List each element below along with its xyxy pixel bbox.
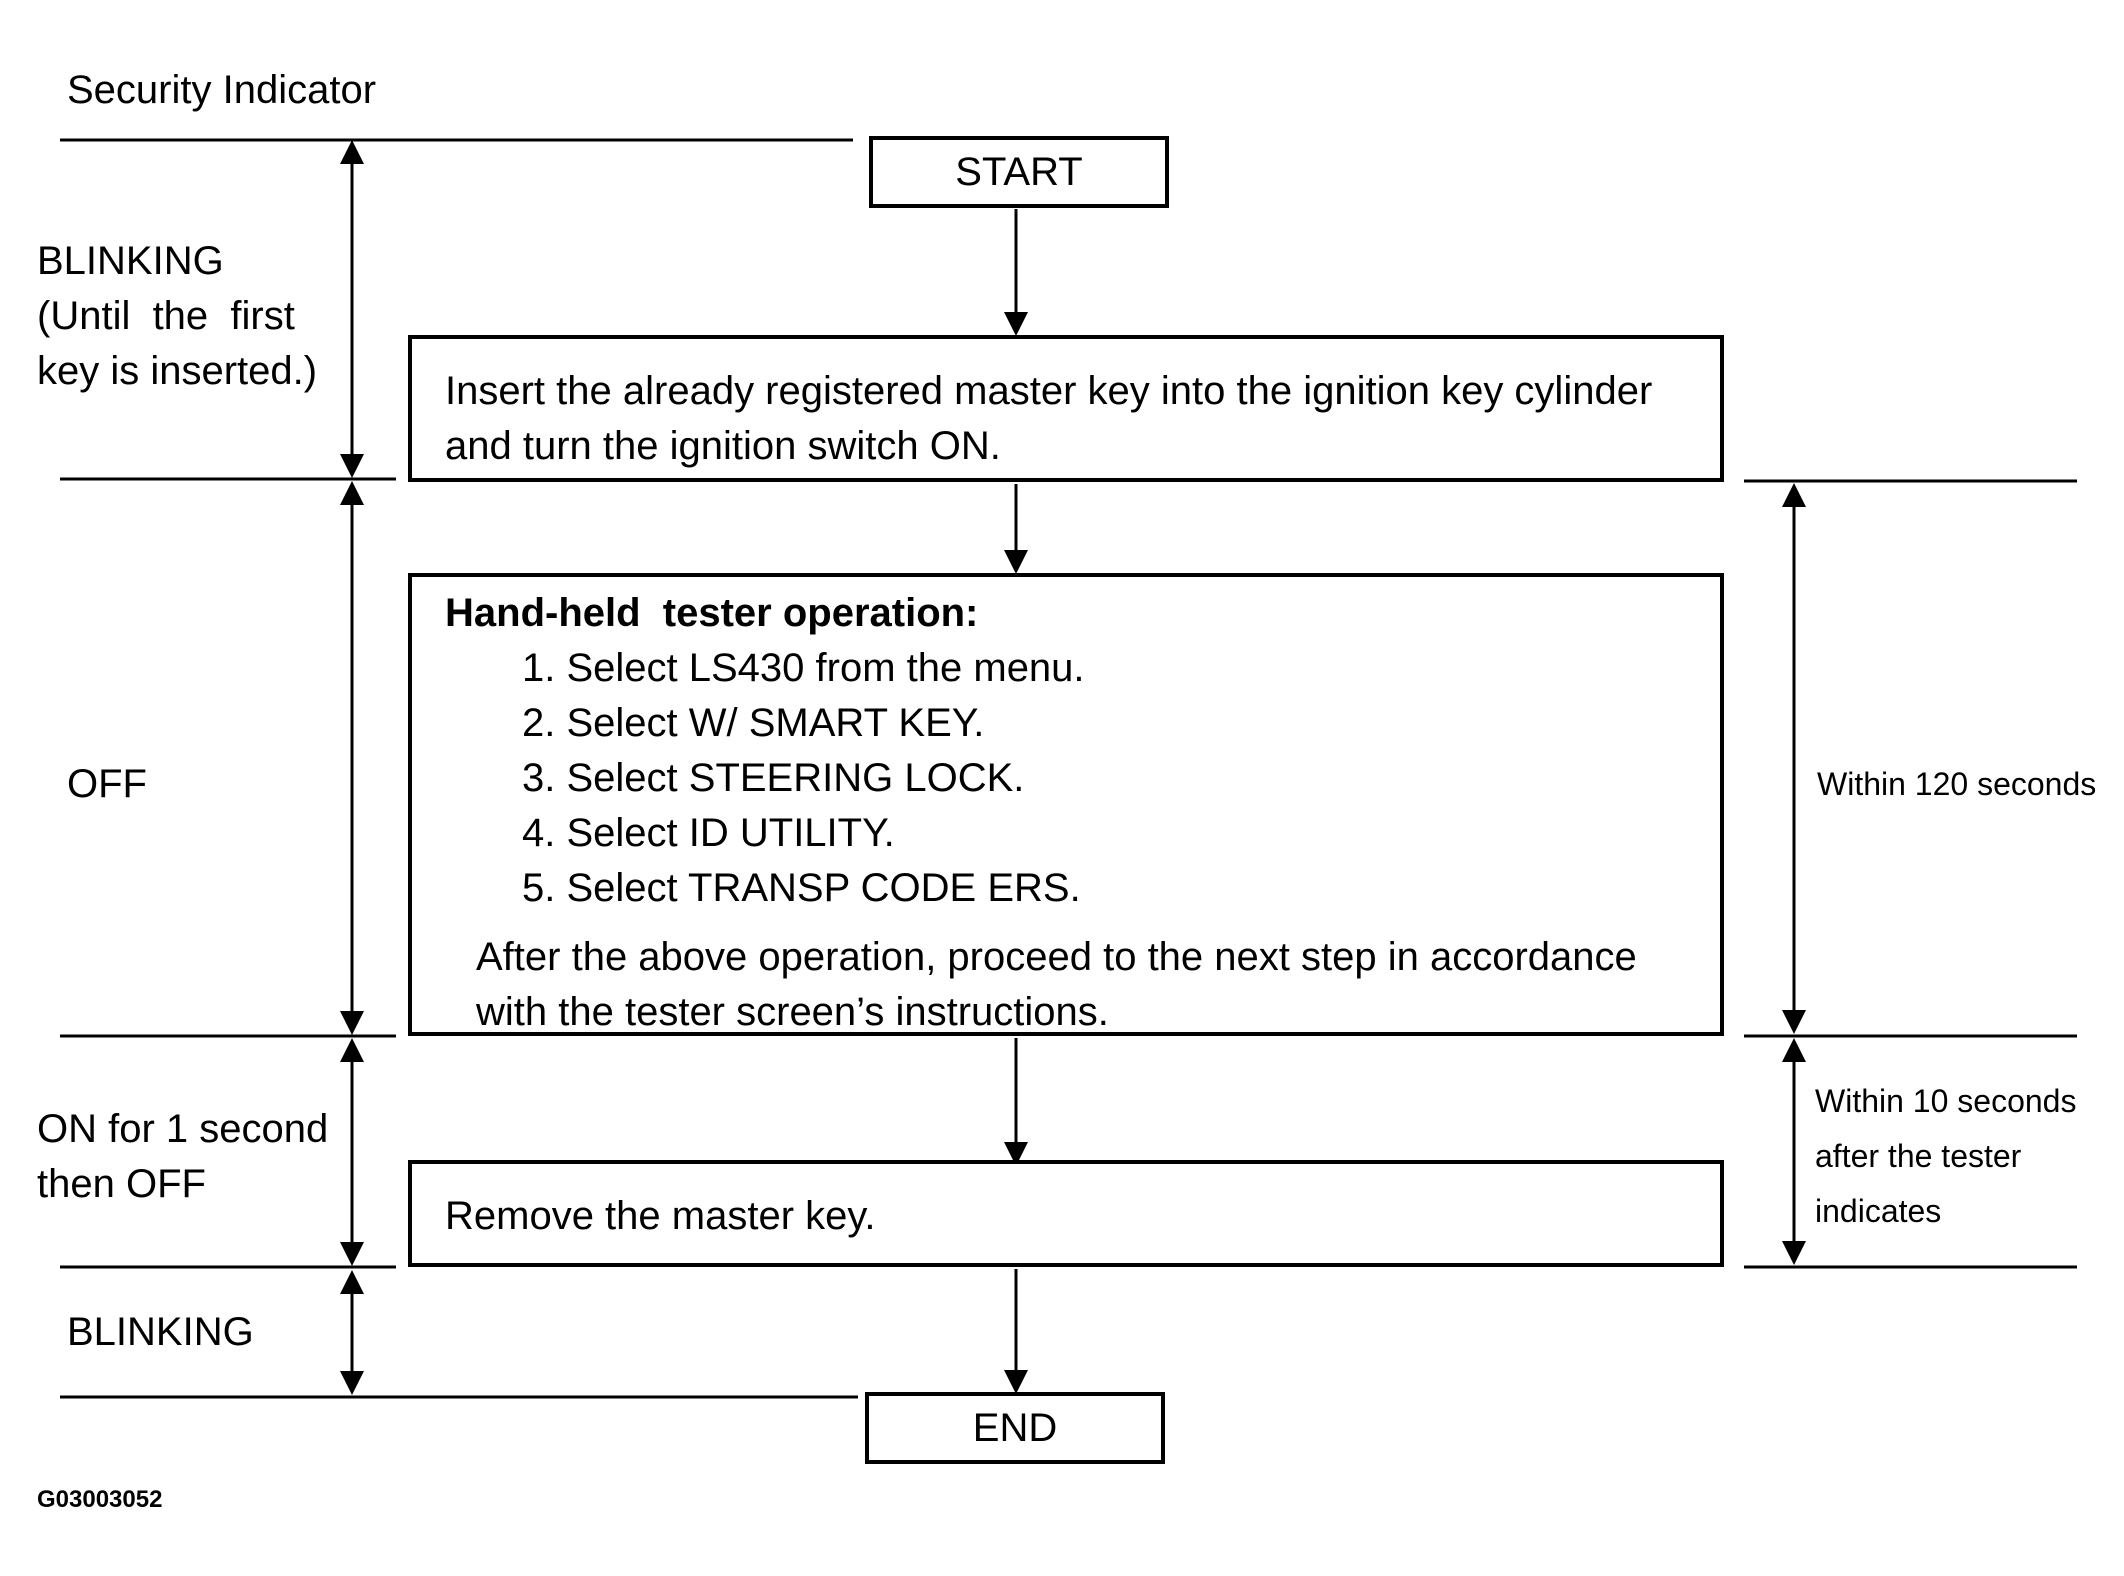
timing-line: indicates xyxy=(1815,1193,1942,1229)
arrowhead xyxy=(340,1270,364,1294)
state-blinking-end: BLINKING xyxy=(67,1310,254,1354)
arrowhead xyxy=(340,481,364,505)
state-note: key is inserted.) xyxy=(37,349,318,393)
arrowhead xyxy=(340,454,364,478)
arrowhead xyxy=(1782,1038,1806,1062)
arrowhead xyxy=(1782,1241,1806,1265)
start-label: START xyxy=(955,149,1083,194)
state-note: (Until the first xyxy=(37,294,295,338)
indicator-header: Security Indicator xyxy=(67,68,377,112)
step-text: Remove the master key. xyxy=(445,1194,876,1238)
list-item: 2. Select W/ SMART KEY. xyxy=(522,701,985,745)
arrowhead xyxy=(340,140,364,164)
timing-within-10: Within 10 seconds after the tester indic… xyxy=(1815,1074,2076,1239)
list-item: 1. Select LS430 from the menu. xyxy=(522,646,1085,690)
end-box: END xyxy=(865,1392,1165,1464)
arrowhead xyxy=(340,1242,364,1266)
list-item: 3. Select STEERING LOCK. xyxy=(522,756,1025,800)
step-text: and turn the ignition switch ON. xyxy=(445,424,1001,468)
arrowhead xyxy=(1004,312,1028,336)
state-label: then OFF xyxy=(37,1162,206,1206)
tester-title: Hand-held tester operation: xyxy=(445,591,979,635)
arrowhead xyxy=(1782,483,1806,507)
arrowhead xyxy=(1004,1142,1028,1166)
figure-id: G03003052 xyxy=(37,1486,163,1513)
step-text: Insert the already registered master key… xyxy=(445,369,1653,413)
step-tester-box: Hand-held tester operation: 1. Select LS… xyxy=(408,573,1724,1036)
arrowhead xyxy=(340,1371,364,1395)
timing-line: after the tester xyxy=(1815,1138,2022,1174)
tester-note: After the above operation, proceed to th… xyxy=(445,930,1720,1040)
state-off: OFF xyxy=(67,762,147,806)
list-item: 5. Select TRANSP CODE ERS. xyxy=(522,866,1081,910)
arrowhead xyxy=(1004,1370,1028,1394)
state-label: BLINKING xyxy=(37,239,224,283)
arrowhead xyxy=(1004,550,1028,574)
state-label: ON for 1 second xyxy=(37,1107,329,1151)
arrowhead xyxy=(340,1038,364,1062)
tester-steps-list: 1. Select LS430 from the menu. 2. Select… xyxy=(445,641,1720,916)
end-label: END xyxy=(972,1405,1058,1450)
note-line: After the above operation, proceed to th… xyxy=(476,935,1637,979)
start-box: START xyxy=(869,136,1169,208)
arrowhead xyxy=(340,1011,364,1035)
arrowhead xyxy=(1782,1010,1806,1034)
list-item: 4. Select ID UTILITY. xyxy=(522,811,895,855)
state-on-then-off: ON for 1 second then OFF xyxy=(37,1102,328,1212)
timing-line: Within 10 seconds xyxy=(1815,1083,2077,1119)
step-insert-key-box: Insert the already registered master key… xyxy=(408,335,1724,482)
timing-within-120: Within 120 seconds xyxy=(1817,766,2097,802)
note-line: with the tester screen’s instructions. xyxy=(476,990,1109,1034)
state-blinking-start: BLINKING (Until the first key is inserte… xyxy=(37,234,317,399)
step-remove-key-box: Remove the master key. xyxy=(408,1160,1724,1267)
